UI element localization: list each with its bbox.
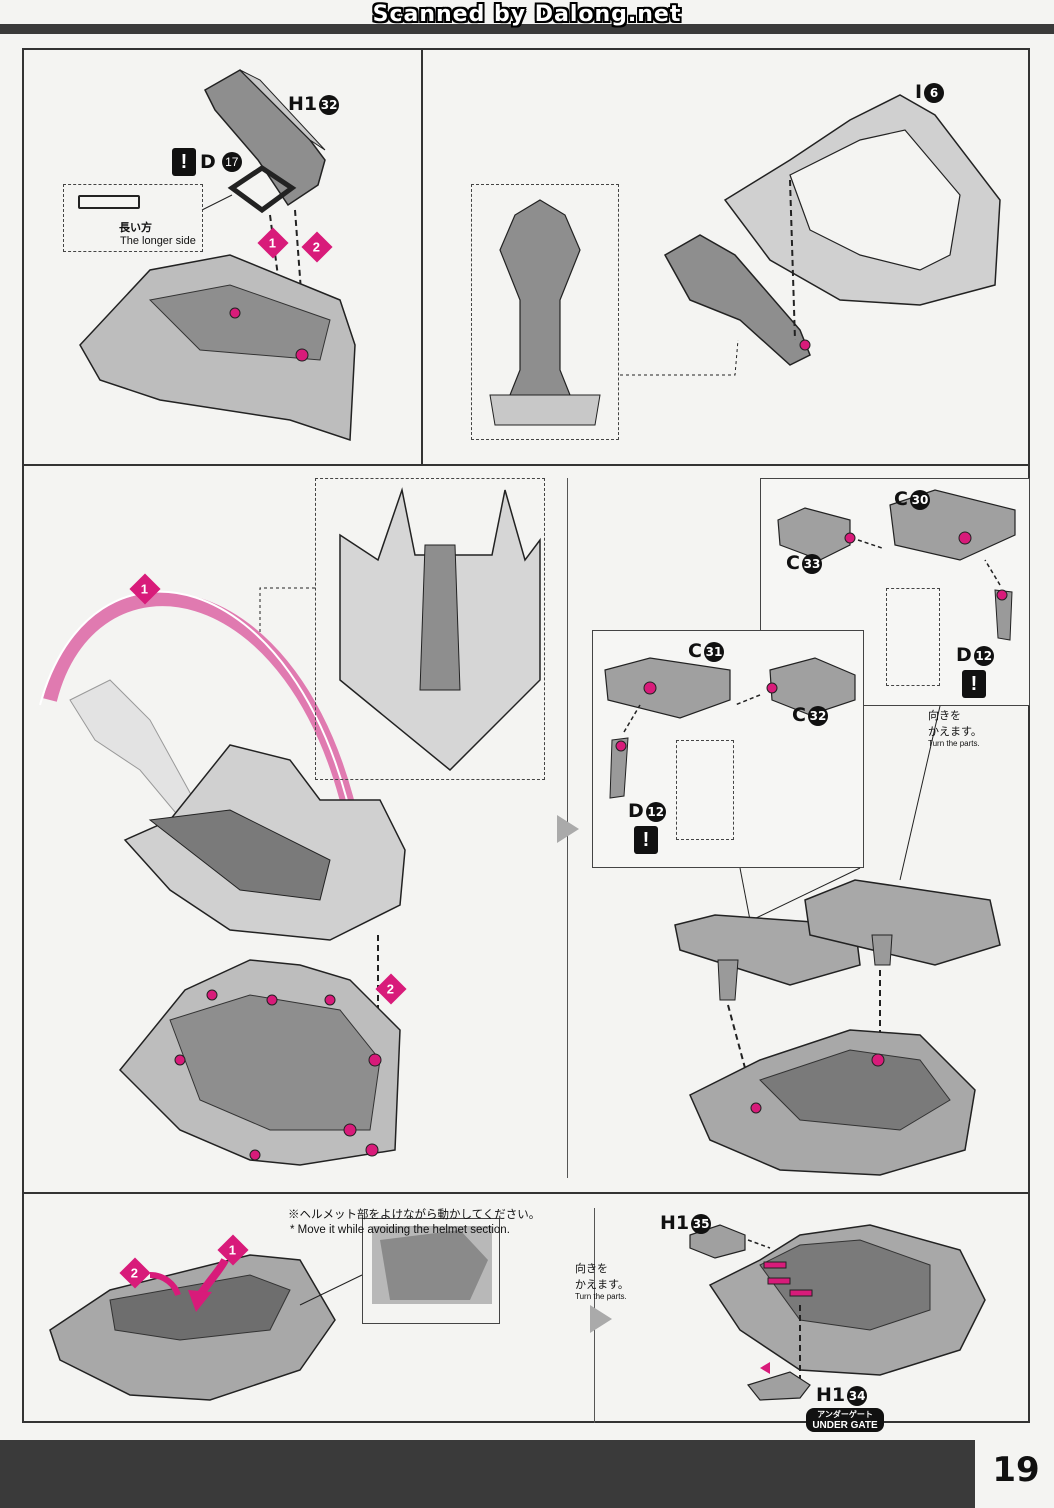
top-bar (0, 24, 1054, 34)
note-jp: ※ヘルメット部をよけながら動かしてください。 (288, 1209, 541, 1221)
divider-row2 (22, 1192, 1030, 1194)
inset-photo-box (362, 1218, 500, 1324)
part-diagram (78, 195, 140, 209)
note-en: The longer side (120, 235, 196, 247)
part-number: 6 (924, 82, 945, 103)
part-code: H1 (288, 93, 318, 115)
note-en: * Move it while avoiding the helmet sect… (290, 1224, 510, 1236)
bottom-bar (0, 1440, 975, 1508)
turn-note: 向きを かえます。 Turn the parts. (575, 1263, 629, 1301)
next-arrow-icon (590, 1305, 612, 1333)
detail-box-longer-side: 長い方 The longer side (63, 184, 203, 252)
page-frame (22, 48, 1030, 1423)
warning-icon: ! (634, 826, 658, 854)
divider-col1 (421, 48, 423, 465)
warning-icon: ! (962, 670, 986, 698)
under-gate-badge: アンダーゲート UNDER GATE (806, 1408, 884, 1432)
divider-row1 (22, 464, 1030, 466)
turn-note: 向きを かえます。 Turn the parts. (928, 710, 982, 748)
inset-d12-upper (886, 588, 940, 686)
warning-icon: ! (172, 148, 196, 176)
scan-credit: Scanned by Dalong.net (372, 2, 682, 27)
page-number: 19 (978, 1432, 1054, 1508)
part-number: 17 (221, 152, 242, 172)
inset-d12-lower (676, 740, 734, 840)
inset-detail-box (315, 478, 545, 780)
next-arrow-icon (557, 815, 579, 843)
part-code: D (200, 151, 216, 173)
inset-detail-box (471, 184, 619, 440)
part-code: I (915, 81, 923, 103)
note-jp: 長い方 (119, 222, 152, 234)
part-number: 32 (319, 94, 340, 115)
